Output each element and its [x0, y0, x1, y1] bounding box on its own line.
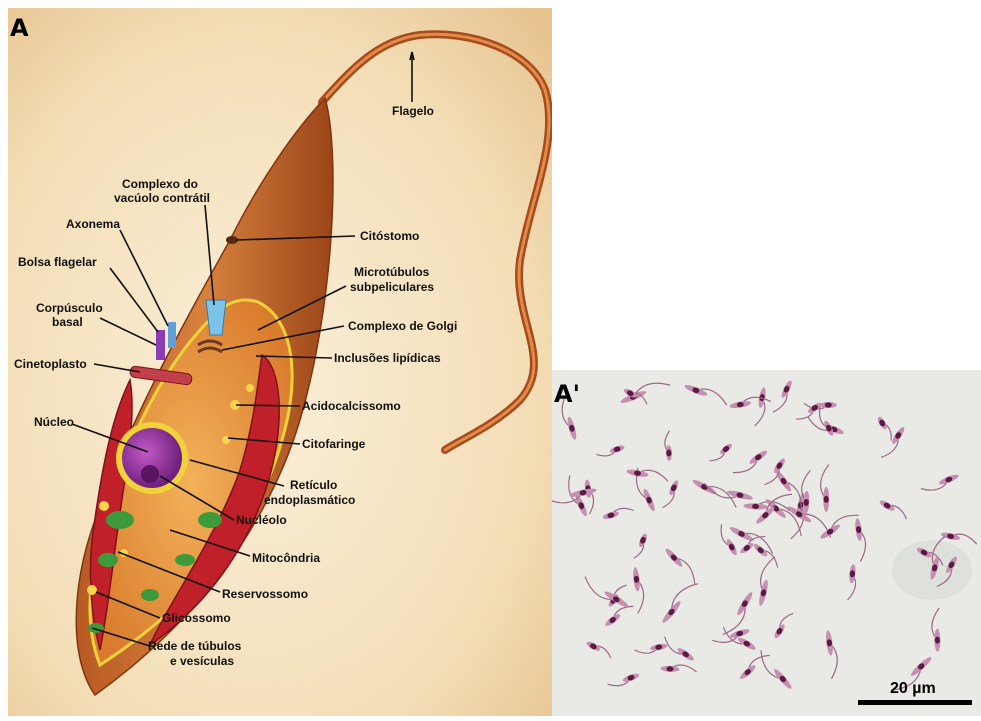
label-microtubulos-2: subpeliculares	[350, 280, 434, 294]
label-rede-2: e vesículas	[170, 654, 234, 668]
label-inclusoes: Inclusões lipídicas	[334, 351, 441, 365]
micrograph-image	[552, 370, 981, 716]
label-golgi: Complexo de Golgi	[348, 319, 457, 333]
label-corpusculo-1: Corpúsculo	[36, 301, 103, 315]
basal-body	[156, 330, 165, 360]
label-axonema: Axonema	[66, 217, 120, 231]
scale-bar-label: 20 µm	[890, 680, 936, 698]
label-cinetoplasto: Cinetoplasto	[14, 357, 87, 371]
vesicle	[87, 585, 97, 595]
label-citofaringe: Citofaringe	[302, 437, 366, 451]
label-flagelo: Flagelo	[392, 104, 434, 118]
panel-letter-a: A	[10, 14, 29, 42]
label-rede-1: Rede de túbulos	[148, 639, 242, 653]
network-vesicle	[175, 554, 195, 566]
label-acidocalcissomo: Acidocalcissomo	[302, 399, 401, 413]
vesicle	[99, 501, 109, 511]
network-vesicle	[106, 511, 134, 529]
nucleolus	[141, 465, 159, 483]
network-vesicle	[98, 553, 118, 567]
label-corpusculo-2: basal	[52, 315, 83, 329]
scale-bar	[858, 700, 972, 705]
contractile-vacuole	[206, 300, 226, 335]
label-citostomo: Citóstomo	[360, 229, 419, 243]
network-vesicle	[198, 512, 222, 528]
label-mitocondria: Mitocôndria	[252, 551, 320, 565]
label-nucleo: Núcleo	[34, 415, 74, 429]
axoneme	[168, 322, 176, 348]
micrograph-panel: A' 20 µm	[552, 370, 981, 716]
label-glicossomo: Glicossomo	[162, 611, 231, 625]
label-bolsa-flagelar: Bolsa flagelar	[18, 255, 97, 269]
vesicle	[246, 384, 254, 392]
label-reticulo-1: Retículo	[290, 478, 337, 492]
label-complexo-vacuolo-1: Complexo do	[122, 177, 198, 191]
diagram-panel: Flagelo Complexo do vacúolo contrátil Ax…	[0, 0, 552, 716]
label-reservossomo: Reservossomo	[222, 587, 308, 601]
panel-letter-a-prime: A'	[554, 380, 580, 408]
label-reticulo-2: endoplasmático	[264, 493, 355, 507]
cell-diagram: Flagelo Complexo do vacúolo contrátil Ax…	[0, 0, 552, 716]
network-vesicle	[141, 589, 159, 601]
label-nucleolo: Nucléolo	[236, 513, 287, 527]
vesicle	[222, 436, 230, 444]
label-complexo-vacuolo-2: vacúolo contrátil	[114, 191, 210, 205]
label-microtubulos-1: Microtúbulos	[354, 265, 430, 279]
